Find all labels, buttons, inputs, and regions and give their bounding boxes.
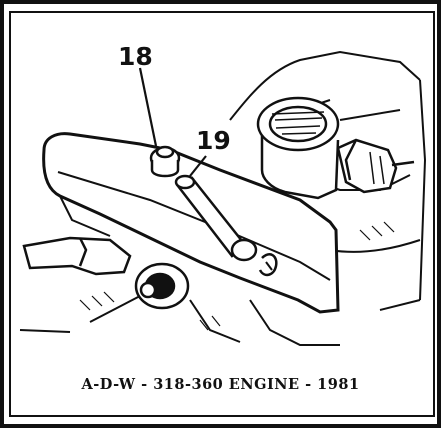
oil-filler-neck [256,96,340,204]
shading [79,221,395,331]
connector [336,138,415,194]
inner-border [9,11,435,417]
breather-tube [174,174,278,277]
callout-18: 18 [118,42,153,71]
leader-lines [138,67,207,177]
leader-18 [138,67,158,147]
valve-cover [42,132,340,314]
callout-19: 19 [196,126,231,155]
pcv-valve [149,145,181,178]
leader-19 [189,155,207,177]
diagram-caption: A-D-W - 318-360 ENGINE - 1981 [81,376,360,393]
lower-components [19,236,241,343]
